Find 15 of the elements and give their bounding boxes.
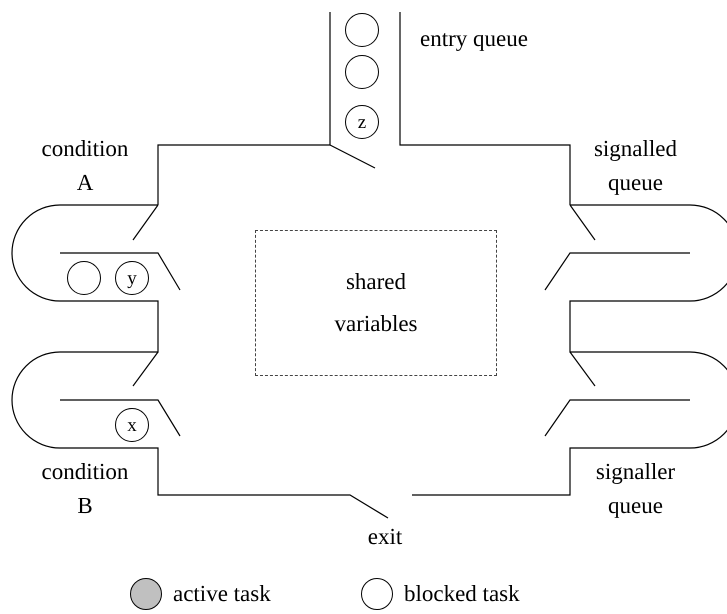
queue-label: signalled queue bbox=[592, 135, 678, 197]
exit-label: exit bbox=[366, 523, 404, 551]
queue-label: entry queue bbox=[420, 25, 529, 53]
task-circle bbox=[67, 261, 101, 295]
condition-label: condition B bbox=[40, 458, 130, 520]
task-circle bbox=[345, 55, 379, 89]
task-circle bbox=[345, 13, 379, 47]
condition-label: condition A bbox=[40, 135, 130, 197]
dashed-region: shared variables bbox=[255, 230, 497, 376]
legend-label: active task bbox=[173, 580, 271, 608]
task-circle: x bbox=[115, 408, 149, 442]
task-circle: z bbox=[345, 105, 379, 139]
task-circle: y bbox=[115, 261, 149, 295]
queue-label: signaller queue bbox=[594, 458, 676, 520]
legend-label: blocked task bbox=[404, 580, 520, 608]
